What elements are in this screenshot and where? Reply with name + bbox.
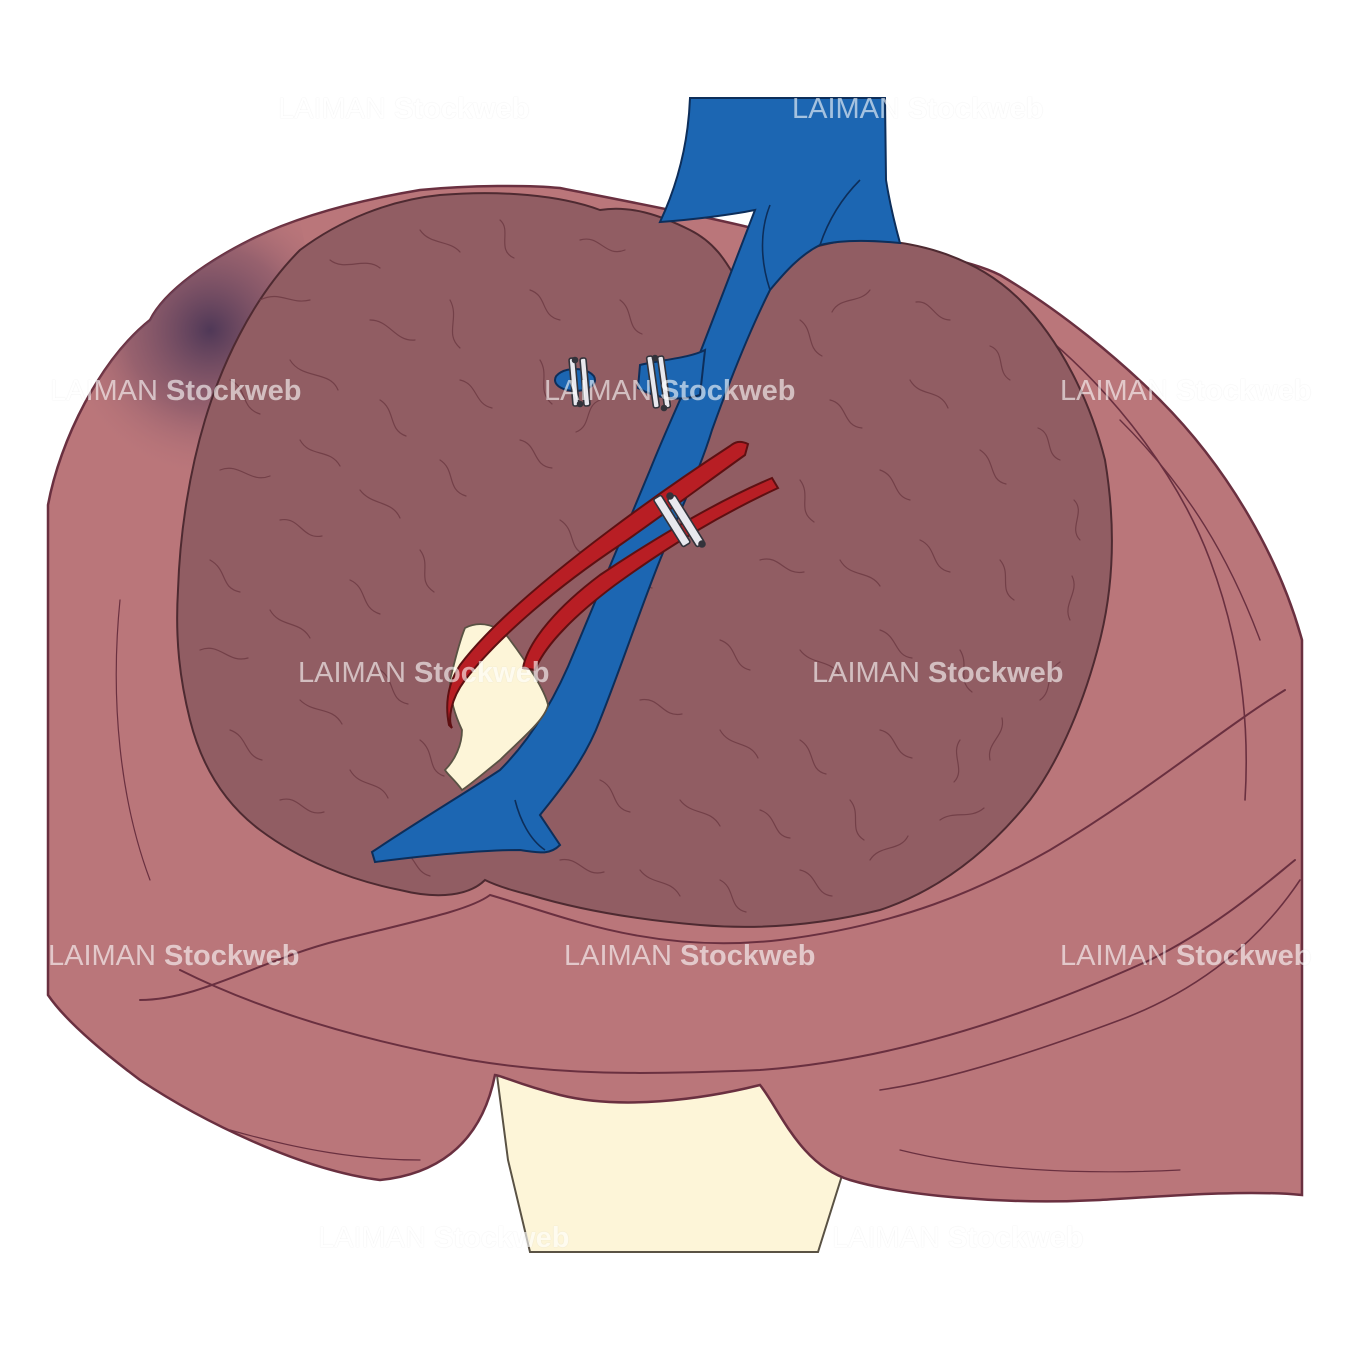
surgical-clip-left (568, 356, 591, 408)
surgical-clip-right (645, 354, 672, 412)
surgical-clips (568, 354, 706, 548)
liver-contour-lines (115, 339, 1301, 1173)
vena-cava-trunk (370, 97, 902, 864)
vein-branch-lines (514, 179, 861, 851)
tumor-surface-texture (199, 219, 1081, 913)
artery-upper (446, 440, 750, 729)
hepatic-arteries (446, 440, 780, 729)
artery-lower (521, 476, 780, 672)
surgical-clip-artery (653, 492, 706, 548)
